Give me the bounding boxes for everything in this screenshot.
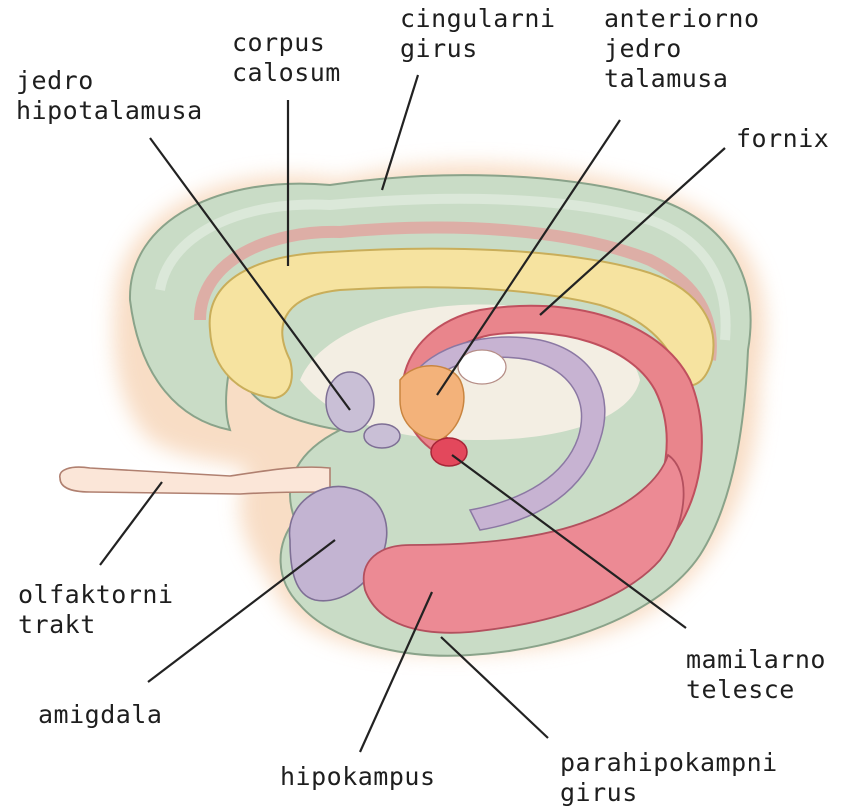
- label-amygdala-line1: amigdala: [38, 700, 162, 730]
- label-parahippocampal-gyrus: parahipokampni girus: [560, 748, 778, 808]
- label-olfactory-tract-line2: trakt: [18, 610, 174, 640]
- olfactory-tract-shape: [60, 467, 330, 494]
- label-mammillary-body: mamilarno telesce: [686, 645, 826, 705]
- label-corpus-callosum-line1: corpus: [232, 28, 341, 58]
- hypothalamus-shape-2: [364, 424, 400, 448]
- label-cingulate-gyrus: cingularni girus: [400, 4, 556, 64]
- label-fornix: fornix: [736, 124, 829, 154]
- label-cingulate-gyrus-line2: girus: [400, 34, 556, 64]
- label-mammillary-body-line1: mamilarno: [686, 645, 826, 675]
- label-hypothalamus: jedro hipotalamusa: [16, 66, 203, 126]
- label-parahippocampal-gyrus-line2: girus: [560, 778, 778, 808]
- thalamus-white-spot: [458, 350, 506, 384]
- leader-olfactory-tract: [100, 482, 162, 565]
- label-anterior-thalamus-line1: anteriorno: [604, 4, 760, 34]
- label-olfactory-tract: olfaktorni trakt: [18, 580, 174, 640]
- label-hypothalamus-line2: hipotalamusa: [16, 96, 203, 126]
- label-amygdala: amigdala: [38, 700, 162, 730]
- label-mammillary-body-line2: telesce: [686, 675, 826, 705]
- label-fornix-line1: fornix: [736, 124, 829, 154]
- label-anterior-thalamus-line3: talamusa: [604, 64, 760, 94]
- label-cingulate-gyrus-line1: cingularni: [400, 4, 556, 34]
- label-anterior-thalamus-line2: jedro: [604, 34, 760, 64]
- label-corpus-callosum: corpus calosum: [232, 28, 341, 88]
- label-corpus-callosum-line2: calosum: [232, 58, 341, 88]
- label-hippocampus-line1: hipokampus: [280, 762, 436, 792]
- label-olfactory-tract-line1: olfaktorni: [18, 580, 174, 610]
- label-hippocampus: hipokampus: [280, 762, 436, 792]
- label-hypothalamus-line1: jedro: [16, 66, 203, 96]
- label-anterior-thalamus: anteriorno jedro talamusa: [604, 4, 760, 94]
- hypothalamus-shape: [326, 372, 374, 432]
- label-parahippocampal-gyrus-line1: parahipokampni: [560, 748, 778, 778]
